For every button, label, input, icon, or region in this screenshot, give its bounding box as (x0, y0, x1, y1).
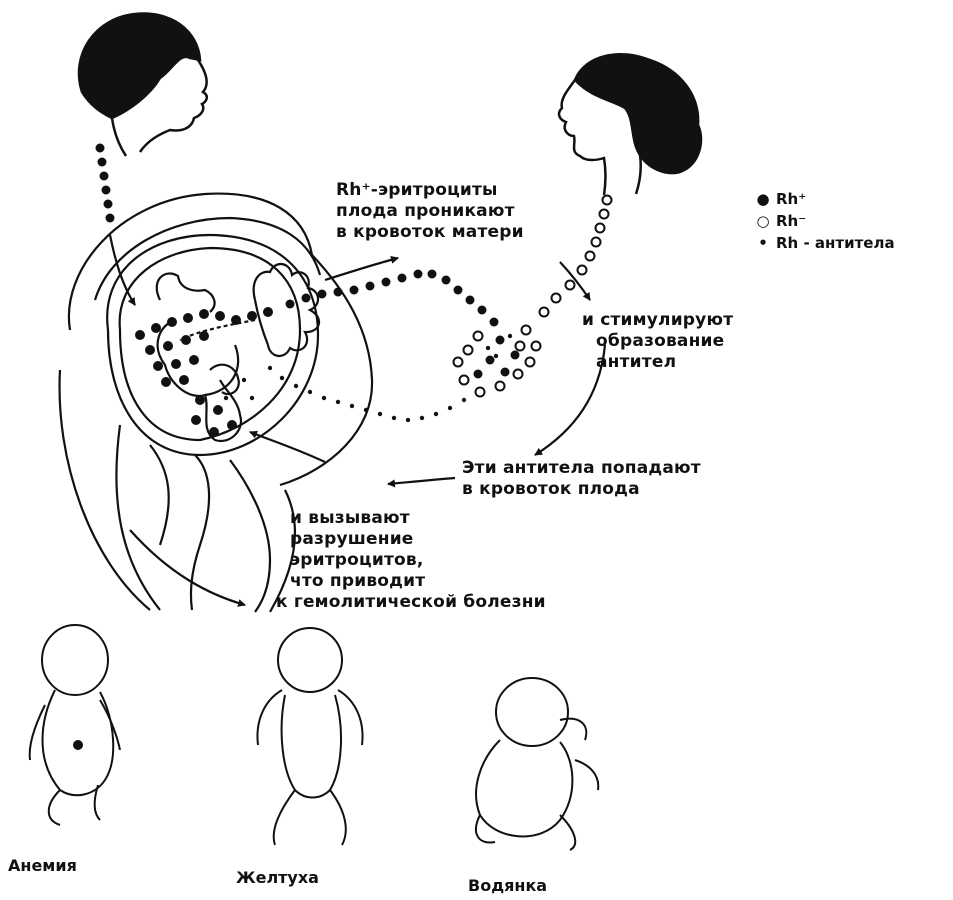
baby-anemia (30, 625, 120, 825)
father-head (79, 13, 207, 156)
caption-hydrops: Водянка (468, 876, 547, 895)
small-dot-icon: • (756, 232, 770, 254)
caption-jaundice: Желтуха (236, 868, 319, 887)
destroy-arrow (250, 432, 325, 462)
to-fetus-arrow (388, 478, 455, 484)
legend-item-rh-negative: ○ Rh⁻ (756, 210, 895, 232)
label-line: что приводит (290, 571, 546, 592)
label-rh-positive-enter: Rh⁺-эритроциты плода проникают в кровото… (336, 180, 524, 243)
baby-jaundice (257, 628, 362, 845)
to-mother-arrow (325, 258, 398, 280)
legend-label: Rh⁺ (776, 188, 806, 210)
label-line: в кровоток плода (462, 479, 701, 500)
label-antibodies-reach: Эти антитела попадают в кровоток плода (462, 458, 701, 500)
mother-head (559, 54, 701, 195)
open-circle-icon: ○ (756, 210, 770, 232)
label-line: антител (582, 352, 733, 373)
label-line: и вызывают (290, 508, 546, 529)
label-line: эритроцитов, (290, 550, 546, 571)
label-line: в кровоток матери (336, 222, 524, 243)
label-line: плода проникают (336, 201, 524, 222)
legend-item-antibodies: • Rh - антитела (756, 232, 895, 254)
legend-label: Rh - антитела (776, 232, 895, 254)
label-line: и стимулируют (582, 310, 733, 331)
label-line: разрушение (290, 529, 546, 550)
legend-label: Rh⁻ (776, 210, 806, 232)
caption-anemia: Анемия (8, 856, 77, 875)
legend-item-rh-positive: ● Rh⁺ (756, 188, 895, 210)
label-line: к гемолитической болезни (276, 592, 546, 613)
label-line: Эти антитела попадают (462, 458, 701, 479)
baby-hydrops (476, 678, 598, 850)
label-line: Rh⁺-эритроциты (336, 180, 524, 201)
legend: ● Rh⁺ ○ Rh⁻ • Rh - антитела (756, 188, 895, 254)
label-line: образование (582, 331, 733, 352)
label-destroy: и вызывают разрушение эритроцитов, что п… (290, 508, 546, 613)
label-stimulate: и стимулируют образование антител (582, 310, 733, 373)
filled-circle-icon: ● (756, 188, 770, 210)
